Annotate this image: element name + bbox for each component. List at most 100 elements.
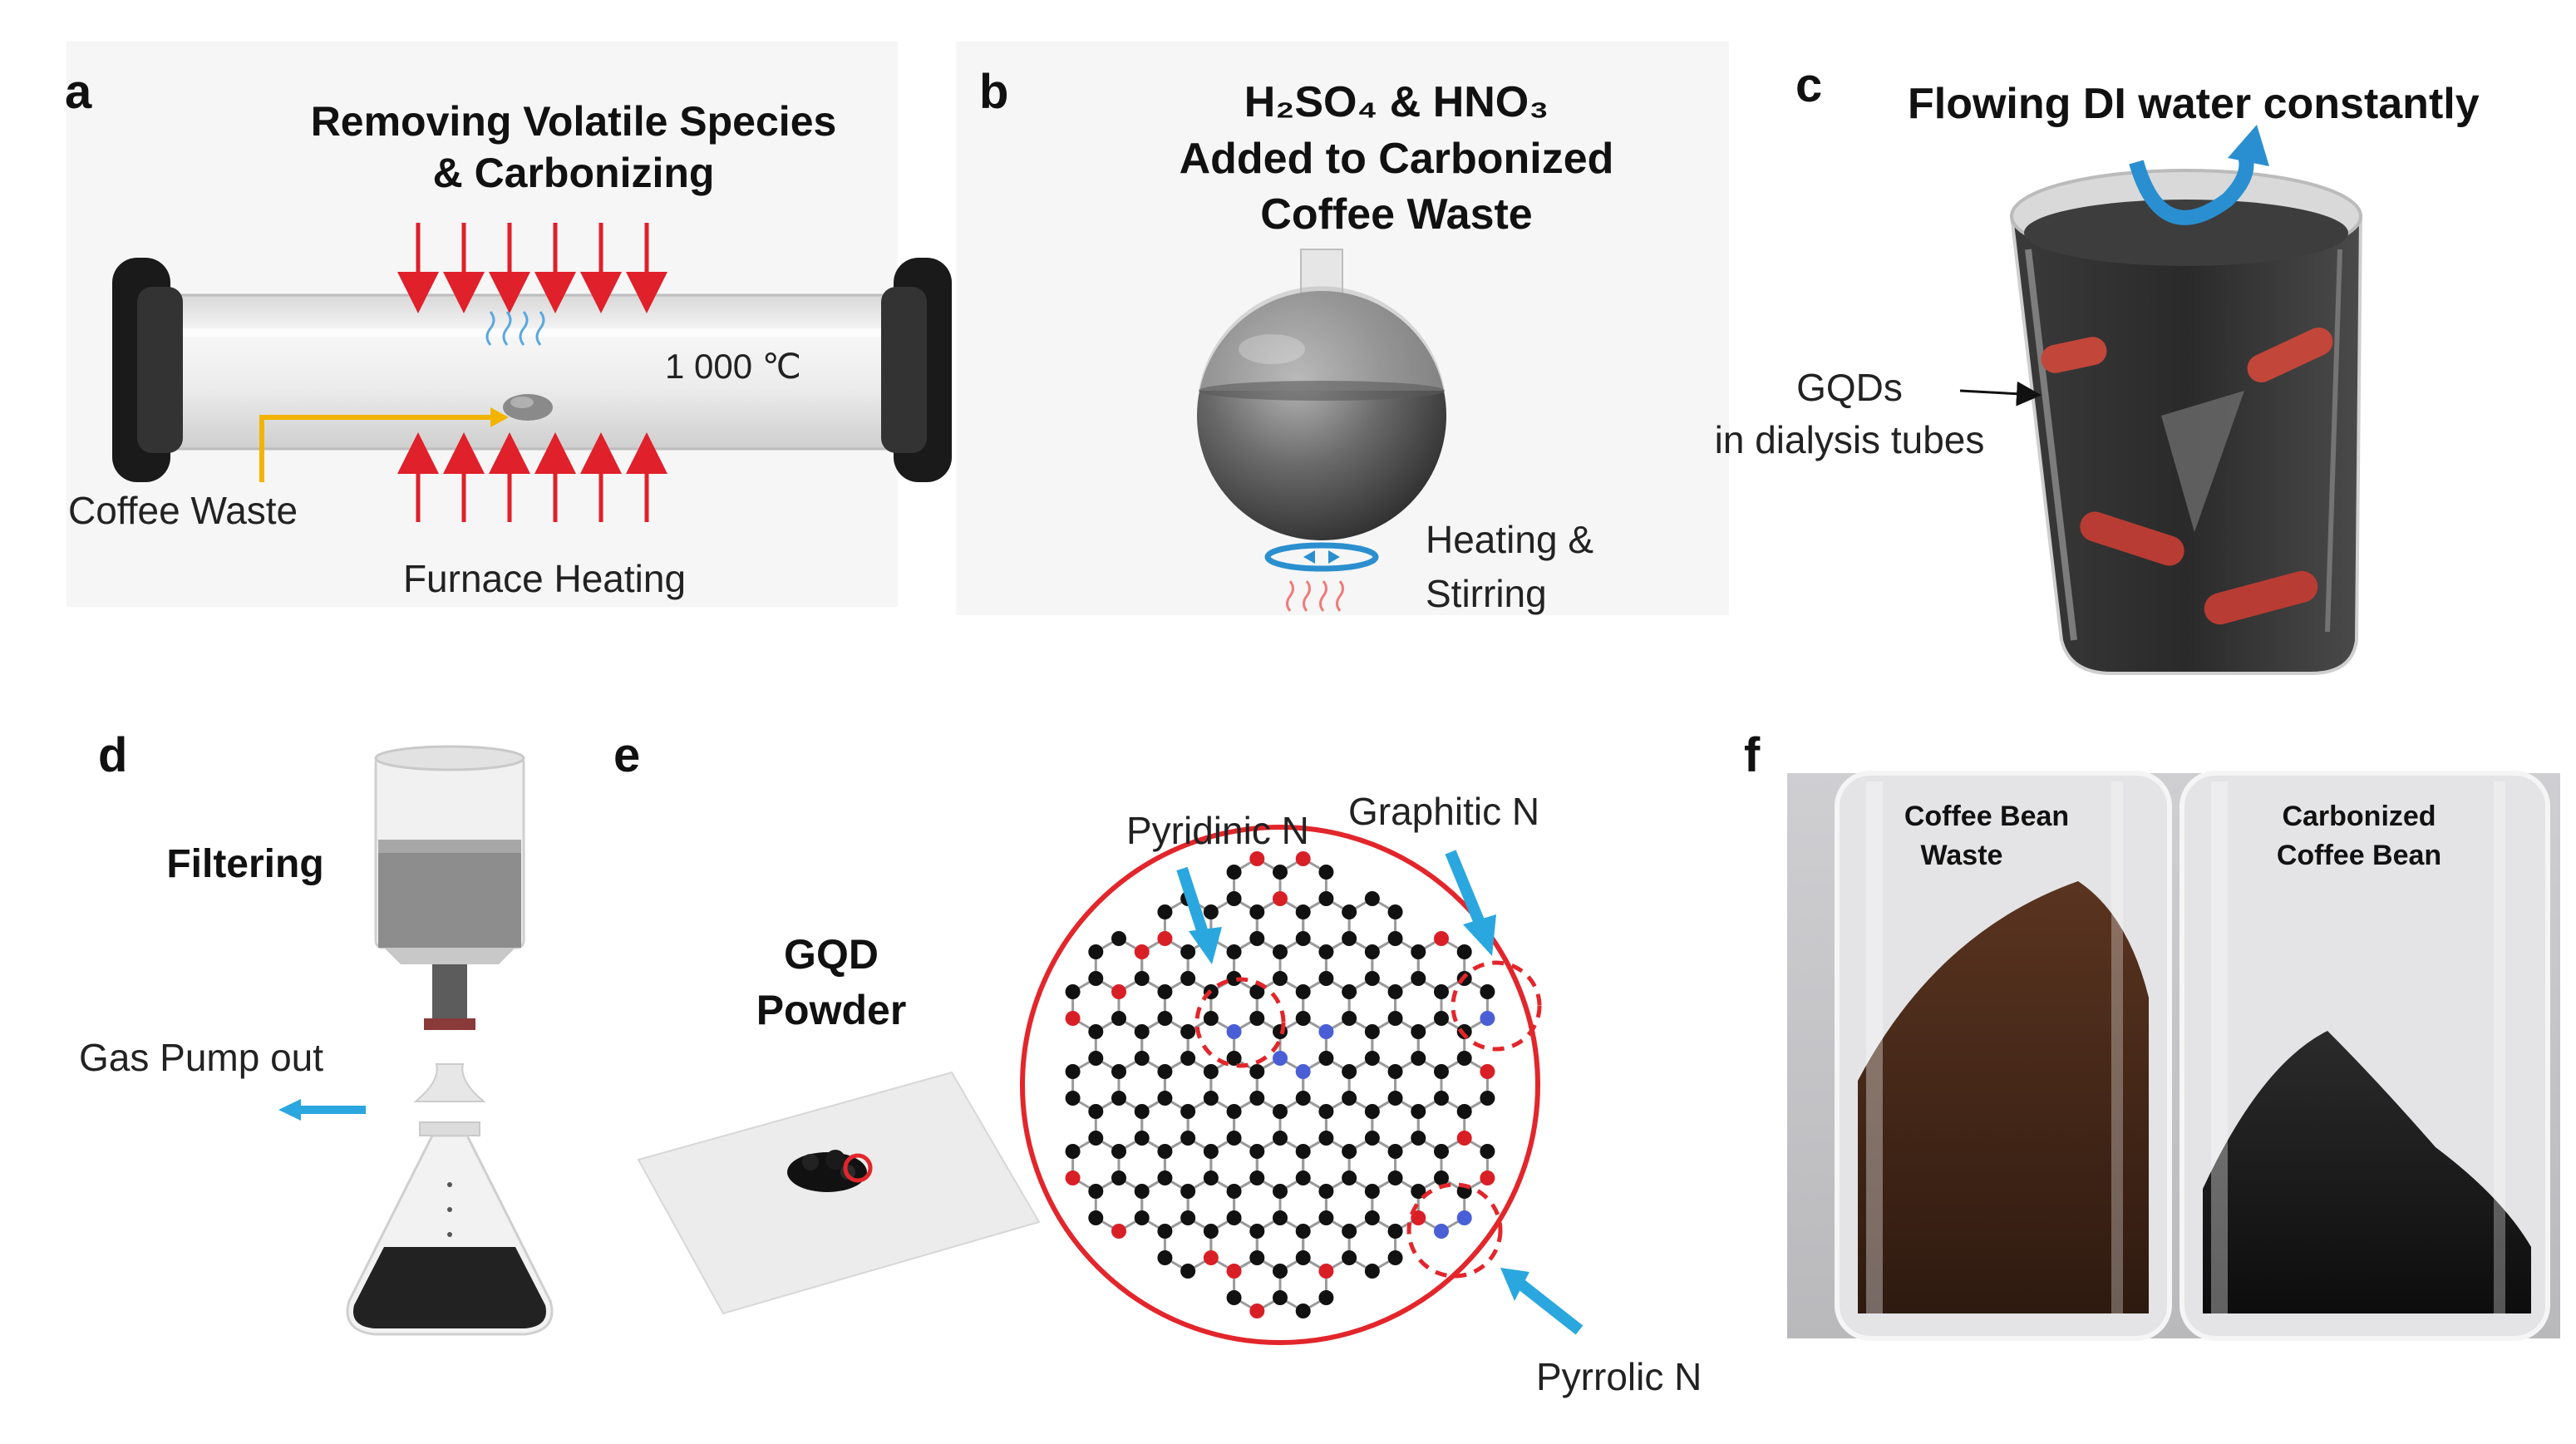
heating-stirring-label-line2: Stirring (1426, 572, 1547, 615)
carbon-atom (1226, 944, 1242, 959)
vial2-label-line2: Coffee Bean (2277, 840, 2441, 871)
carbon-atom (1364, 891, 1380, 906)
carbon-atom (1295, 1144, 1311, 1159)
panel-e-letter: e (613, 728, 640, 782)
carbon-atom (1273, 1184, 1288, 1199)
pyrrolic-n-label: Pyrrolic N (1536, 1355, 1702, 1398)
carbon-atom (1226, 1104, 1242, 1119)
carbon-atom (1342, 1011, 1357, 1026)
oxygen-atom (1249, 1304, 1265, 1318)
oxygen-atom (1456, 1131, 1472, 1146)
carbon-atom (1157, 1224, 1173, 1239)
carbon-atom (1249, 1011, 1265, 1026)
carbon-atom (1342, 1091, 1357, 1106)
carbon-atom (1065, 1091, 1081, 1106)
carbon-atom (1273, 944, 1288, 959)
carbon-atom (1226, 971, 1242, 986)
heating-arrows-top (397, 223, 667, 313)
flow-arrowhead-icon (2228, 125, 2269, 166)
carbon-atom (1226, 1184, 1242, 1199)
carbon-atom (1111, 931, 1127, 946)
powder-plate (637, 1071, 1041, 1315)
carbon-atom (1180, 1264, 1196, 1279)
carbon-atom (1134, 1024, 1150, 1039)
carbon-atom (1364, 1131, 1380, 1146)
nitrogen-atom (1433, 1224, 1449, 1239)
carbon-atom (1387, 1144, 1403, 1159)
carbon-atom (1456, 1104, 1472, 1119)
panel-a-title-line2: & Carbonizing (433, 150, 715, 196)
carbon-atom (1295, 1250, 1311, 1265)
sample-pointer-arrow (259, 407, 509, 482)
panel-a-title-line1: Removing Volatile Species (311, 98, 837, 145)
nitrogen-atom (1480, 1011, 1495, 1026)
carbon-atom (1480, 984, 1495, 999)
carbon-atom (1157, 904, 1173, 919)
carbon-atom (1111, 1091, 1127, 1106)
oxygen-atom (1203, 1250, 1219, 1265)
carbon-atom (1273, 1264, 1288, 1279)
carbon-atom (1411, 1024, 1426, 1039)
carbon-atom (1342, 1170, 1357, 1185)
heat-waves-icon (1286, 580, 1344, 612)
carbon-atom (1157, 1170, 1173, 1185)
carbon-atom (1295, 1170, 1311, 1185)
carbon-atom (1180, 1051, 1196, 1066)
carbon-atom (1387, 1224, 1403, 1239)
furnace-tube (112, 258, 952, 482)
carbon-atom (1157, 1250, 1173, 1265)
graphitic-n-label: Graphitic N (1348, 790, 1539, 833)
panel-f: f Coffee Bean Waste Carbonized Coffee Be… (1744, 728, 2560, 1341)
oxygen-atom (1226, 1264, 1242, 1279)
carbon-atom (1295, 1224, 1311, 1239)
panel-d: d Filtering Gas Pump out (79, 728, 554, 1336)
carbon-atom (1273, 971, 1288, 986)
carbon-atom (1273, 1024, 1288, 1039)
carbon-atom (1433, 984, 1449, 999)
carbon-atom (1088, 1051, 1104, 1066)
carbon-atom (1411, 971, 1426, 986)
carbon-atom (1456, 1051, 1472, 1066)
carbon-atom (1180, 1104, 1196, 1119)
oxygen-atom (1134, 944, 1150, 959)
carbon-atom (1180, 1184, 1196, 1199)
carbon-atom (1387, 984, 1403, 999)
pyridinic-arrow (1176, 866, 1222, 964)
panel-b: b H₂SO₄ & HNO₃ Added to Carbonized Coffe… (956, 42, 1729, 615)
tube-pointer-arrow (1959, 381, 2042, 407)
carbon-atom (1134, 1184, 1150, 1199)
graphitic-arrow (1445, 850, 1496, 956)
oxygen-atom (1295, 851, 1311, 866)
carbon-atom (1088, 944, 1104, 959)
carbon-atom (1088, 1184, 1104, 1199)
heating-arrows-bottom (397, 432, 667, 522)
carbon-atom (1318, 1131, 1334, 1146)
carbon-atom (1273, 1290, 1288, 1305)
carbon-atom (1318, 891, 1334, 906)
carbon-atom (1342, 1064, 1357, 1079)
vial1-label-line1: Coffee Bean (1904, 801, 2069, 832)
gqd-powder-pile (787, 1150, 873, 1192)
carbon-atom (1411, 944, 1426, 959)
oxygen-atom (1111, 984, 1127, 999)
vial2-label-line1: Carbonized (2282, 801, 2436, 832)
oxygen-atom (1480, 1064, 1495, 1079)
carbon-atom (1295, 904, 1311, 919)
carbon-atom (1273, 1210, 1288, 1225)
carbon-atom (1249, 984, 1265, 999)
carbon-atom (1456, 944, 1472, 959)
carbon-atom (1180, 1131, 1196, 1146)
panel-f-letter: f (1744, 728, 1761, 782)
carbon-atom (1342, 1224, 1357, 1239)
stirring-icon (1264, 542, 1379, 572)
carbon-atom (1411, 1051, 1426, 1066)
carbon-atom (1273, 1131, 1288, 1146)
carbon-atom (1433, 1011, 1449, 1026)
carbon-atom (1295, 1011, 1311, 1026)
carbon-atom (1111, 1144, 1127, 1159)
carbon-atom (1342, 931, 1357, 946)
carbon-atom (1342, 1250, 1357, 1265)
filtering-label: Filtering (166, 842, 323, 886)
carbon-atom (1226, 1051, 1242, 1066)
